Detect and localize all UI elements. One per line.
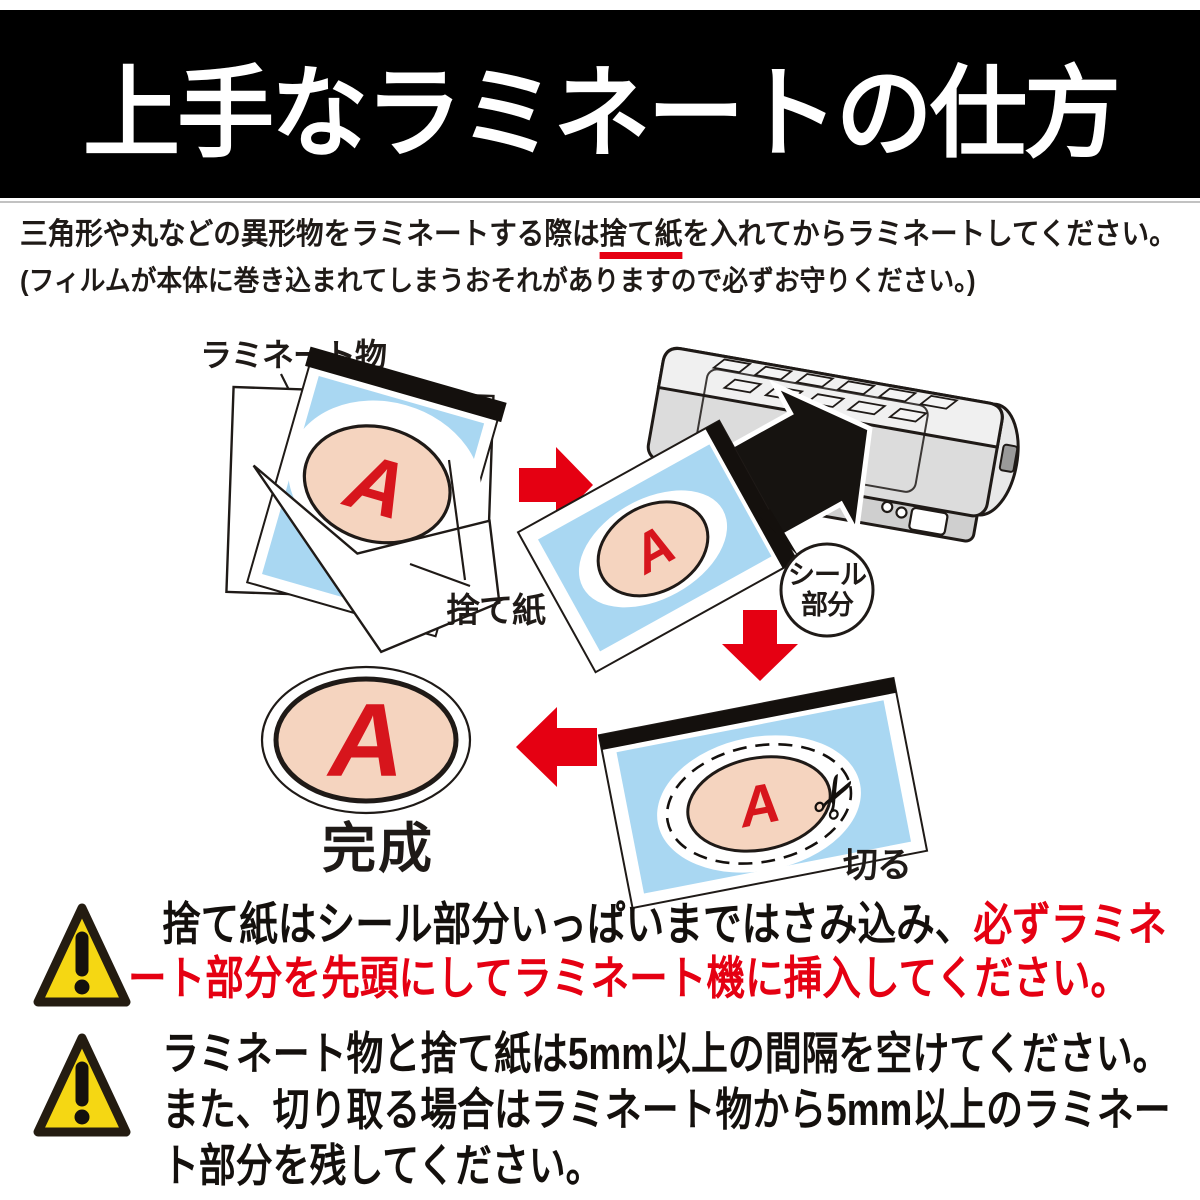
seal-label-line2: 部分 [801, 589, 854, 620]
item-letter: A [325, 683, 403, 799]
done-label: 完成 [322, 819, 434, 879]
arrow-down-icon [722, 610, 798, 681]
item-oval [273, 676, 459, 804]
intro-line-1-pre: 三角形や丸などの異形物をラミネートする際は [20, 218, 600, 251]
warning-2-line-3: ト部分を残してください。 [162, 1140, 603, 1191]
warning-1-red-text-end: ート部分を先頭にしてラミネート機に挿入してください。 [128, 952, 1130, 1004]
item-oval [302, 424, 452, 545]
warning-1-line-1: 捨て紙はシール部分いっぱいまではさみ込み、必ずラミネ [162, 897, 1200, 951]
pouch-step3: A [597, 676, 929, 910]
machine-vents [711, 358, 959, 423]
intro-line-1: 三角形や丸などの異形物をラミネートする際は捨て紙を入れてからラミネートしてくださ… [20, 218, 1200, 259]
machine-switch [908, 506, 949, 536]
pouch-step2: A [516, 379, 873, 674]
seal-label-line1: シール [788, 560, 867, 590]
seal-callout-bubble [779, 542, 875, 638]
title-banner: 上手なラミネートの仕方 [0, 10, 1200, 198]
warning-triangle-icon [33, 1033, 131, 1137]
cut-label: 切る [843, 846, 911, 885]
machine-button [881, 500, 894, 514]
machine-button [895, 506, 908, 519]
intro-line-2: (フィルムが本体に巻き込まれてしまうおそれがありますので必ずお守りください。) [20, 264, 1059, 298]
warning-1-line-2: ート部分を先頭にしてラミネート機に挿入してください。 [128, 951, 1200, 1005]
process-diagram: ラミネート物 A 捨て紙 [200, 337, 1020, 910]
intro-line-2-text: (フィルムが本体に巻き込まれてしまうおそれがありますので必ずお守りください。) [20, 265, 976, 296]
arrow-left-icon [516, 707, 597, 787]
seal-edge-bar [705, 420, 797, 569]
seal-edge-bar [305, 346, 507, 423]
warning-1-black-text: 捨て紙はシール部分いっぱいまではさみ込み、 [162, 898, 974, 950]
waste-paper-emphasis: 捨て紙 [599, 218, 683, 259]
seal-edge-bar [598, 677, 897, 750]
warning-1-red-text-start: 必ずラミネ [973, 898, 1167, 950]
page-title: 上手なラミネートの仕方 [82, 57, 1121, 170]
item-oval [686, 755, 832, 853]
item-oval [596, 500, 710, 598]
warning-triangle-icon [33, 903, 131, 1007]
waste-paper-label: 捨て紙 [446, 591, 546, 630]
seal-callout-pointer [758, 509, 799, 557]
pouch-step1: A [225, 346, 507, 654]
intro-line-1-post: を入れてからラミネートしてください。 [682, 218, 1177, 251]
waste-paper-leader-line-1 [447, 459, 467, 581]
waste-paper-front-fold [252, 464, 501, 654]
warning-2-line-2: また、切り取る場合はラミネート物から5mm以上のラミネー [162, 1084, 1171, 1135]
machine-side-slot [998, 443, 1019, 473]
banner-divider [0, 201, 1200, 203]
waste-paper-leader-line-2 [409, 562, 471, 588]
warning-2-line-1: ラミネート物と捨て紙は5mm以上の間隔を空けてください。 [162, 1028, 1170, 1079]
finished-item: A 完成 [260, 665, 472, 879]
